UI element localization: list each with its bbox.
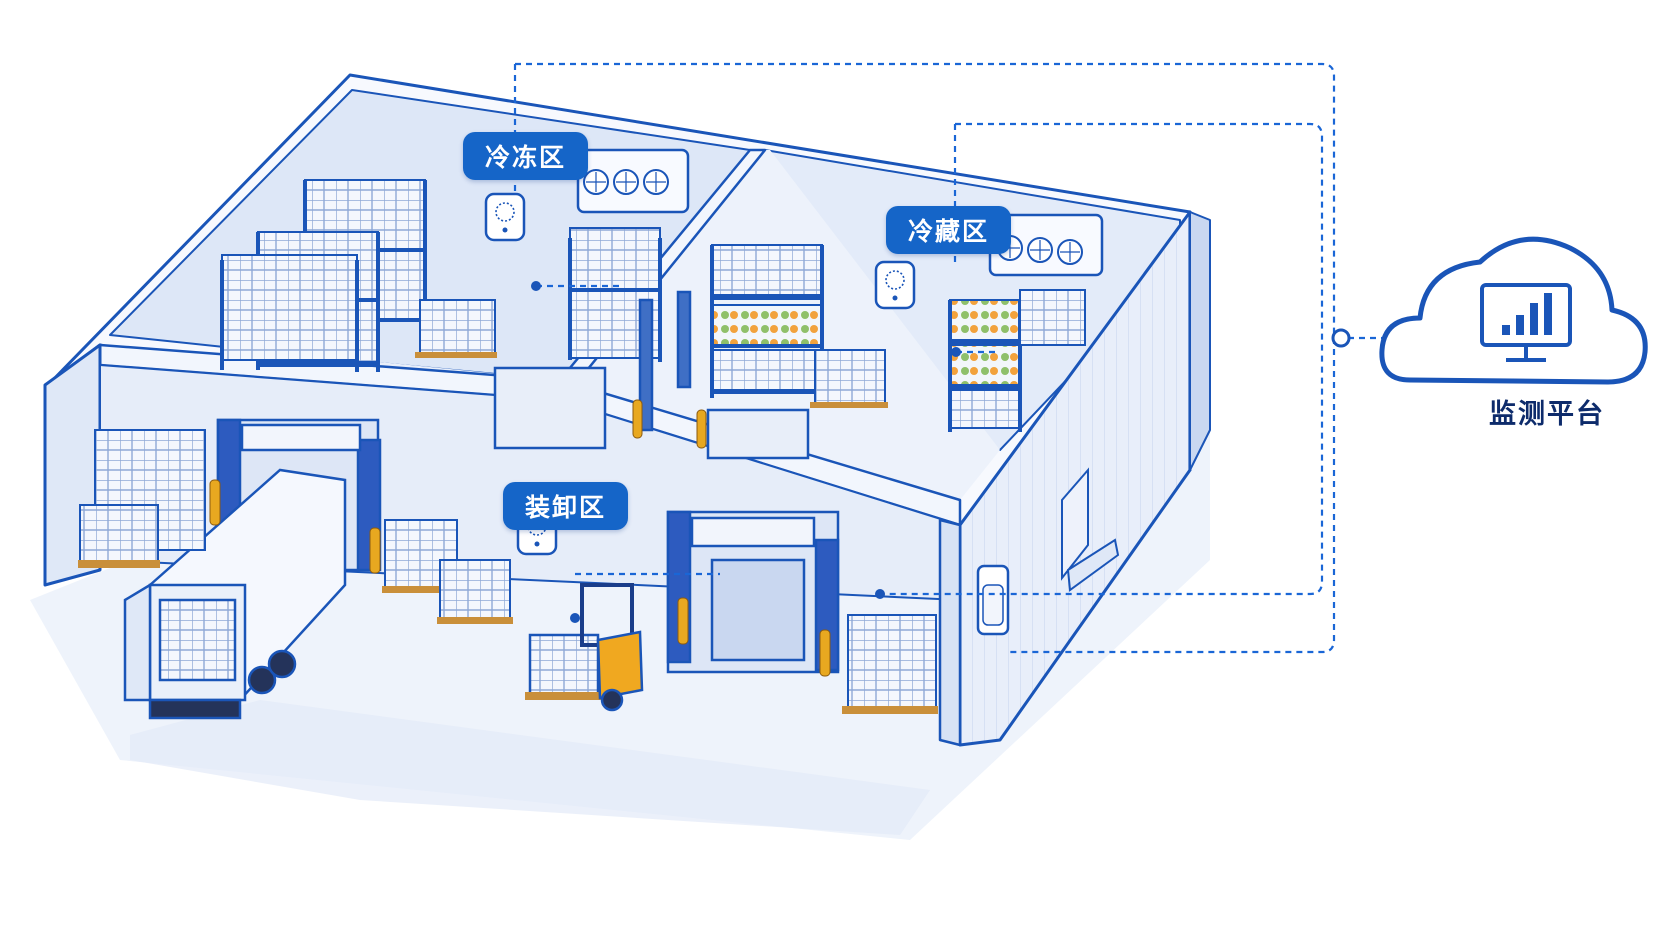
loading-dock-right	[666, 510, 840, 674]
sensor-freezer	[484, 192, 526, 242]
interior-doors	[493, 290, 810, 460]
network-connections	[513, 62, 1385, 654]
evaporator-fan-icon	[583, 169, 669, 195]
evaporator-unit-freezer	[576, 148, 690, 214]
warehouse-floor	[30, 420, 1210, 840]
loading-pallets	[78, 429, 938, 714]
sensor-wall	[976, 564, 1010, 636]
bollards	[209, 399, 831, 677]
side-door	[1061, 467, 1120, 592]
evaporator-unit-chiller	[988, 213, 1104, 277]
chiller-racks	[710, 244, 1086, 432]
zone-label-freezer: 冷冻区	[463, 132, 589, 180]
temperature-sensor-icon	[495, 202, 515, 222]
temperature-sensor-icon	[885, 270, 905, 290]
sensor-chiller	[874, 260, 916, 310]
monitoring-platform-label: 监测平台	[1489, 399, 1605, 430]
freezer-racks	[220, 179, 662, 372]
refrigerated-truck	[123, 468, 347, 720]
zone-label-loading: 装卸区	[503, 482, 629, 530]
forklift	[525, 583, 644, 712]
zone-label-chiller: 冷藏区	[886, 206, 1012, 254]
monitor-bar-chart-icon	[1480, 283, 1572, 362]
connection-nodes	[531, 281, 1351, 623]
